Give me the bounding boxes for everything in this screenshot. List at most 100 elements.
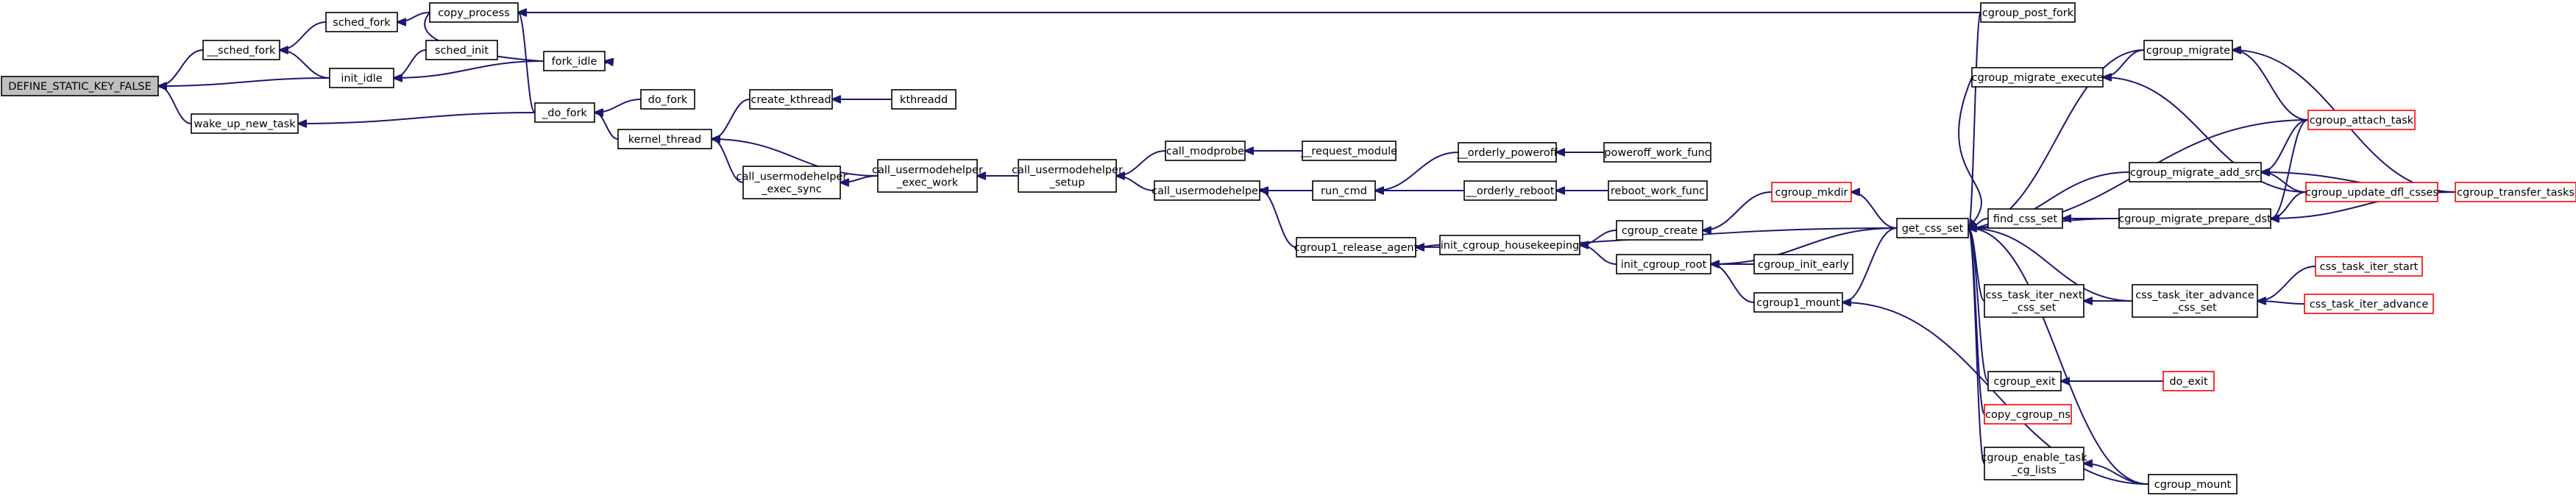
node-fork-idle[interactable]: fork_idle <box>543 51 606 71</box>
node-box <box>1 76 159 96</box>
node-box <box>1616 254 1711 274</box>
node-poweroff-work-func[interactable]: poweroff_work_func <box>1603 142 1711 163</box>
node-cgroup-mount[interactable]: cgroup_mount <box>2148 474 2238 494</box>
node-box <box>429 2 519 23</box>
node-css-task-iter-advance-css-set[interactable]: css_task_iter_advance_css_set <box>2132 284 2258 318</box>
node-box <box>2132 284 2258 318</box>
node-wake-up-new-task[interactable]: wake_up_new_task <box>191 113 299 134</box>
node-find-css-set[interactable]: find_css_set <box>1987 208 2063 229</box>
node-label: init_cgroup_housekeeping <box>1441 240 1580 252</box>
node-cgroup-post-fork[interactable]: cgroup_post_fork <box>1980 2 2076 23</box>
node-cgroup-attach-task[interactable]: cgroup_attach_task <box>2307 110 2416 130</box>
edge-css-task-iter-advance-css-set-to-get-css-set <box>1968 228 2133 302</box>
node-sched-fork[interactable]: sched_fork <box>325 12 398 32</box>
edge-sched-fork-to-sched-fork-u <box>280 21 327 50</box>
edge-cgroup-migrate-execute-to-get-css-set <box>1958 77 1982 228</box>
edge-wake-up-new-task-to-define-static-key-false <box>158 86 192 124</box>
edge-get-css-set-to-cgroup-mkdir <box>1851 192 1898 229</box>
node-run-cmd[interactable]: run_cmd <box>1312 180 1376 201</box>
node-copy-cgroup-ns[interactable]: copy_cgroup_ns <box>1984 404 2072 425</box>
node-label: cgroup_migrate_prepare_dst <box>2118 213 2271 225</box>
node-box <box>1296 237 1416 258</box>
node-box <box>1439 235 1580 255</box>
edge-orderly-poweroff-to-run-cmd <box>1375 152 1459 191</box>
node-box <box>1753 292 1843 313</box>
node-cgroup1-release-agent[interactable]: cgroup1_release_agent <box>1294 237 1419 258</box>
node-label: css_task_iter_next <box>1985 290 2082 302</box>
node-cgroup-create[interactable]: cgroup_create <box>1616 220 1703 241</box>
edge-cgroup1-mount-to-init-cgroup-root <box>1711 264 1755 303</box>
node-label: fork_idle <box>552 56 597 68</box>
node-cum-exec-sync[interactable]: call_usermodehelper_exec_sync <box>737 166 848 199</box>
node-box <box>534 102 595 123</box>
edge-copy-process-to-fork-idle <box>424 12 610 63</box>
node-cum-exec-work[interactable]: call_usermodehelper_exec_work <box>872 159 983 193</box>
node-box <box>742 166 841 199</box>
node-box <box>1463 180 1557 201</box>
node-box <box>2118 208 2271 229</box>
edge-call-modprobe-to-cum-setup <box>1116 150 1166 176</box>
edge-cgroup-exit-to-get-css-set <box>1968 228 1989 382</box>
node-label: reboot_work_func <box>1611 185 1705 197</box>
node-label: sched_init <box>435 45 489 57</box>
node-css-task-iter-advance[interactable]: css_task_iter_advance <box>2304 294 2434 314</box>
node-sched-init[interactable]: sched_init <box>425 40 498 60</box>
edge-css-task-iter-advance-to-css-task-iter-advance-css-set <box>2257 301 2305 304</box>
node-init-idle[interactable]: init_idle <box>329 68 394 88</box>
node-box <box>329 68 394 88</box>
node-label: call_usermodehelper <box>1152 185 1263 197</box>
node-cgroup-exit[interactable]: cgroup_exit <box>1987 371 2062 391</box>
node-copy-process[interactable]: copy_process <box>429 2 519 23</box>
edge-sched-init-to-init-idle <box>394 49 427 78</box>
node-kernel-thread[interactable]: kernel_thread <box>617 129 712 149</box>
node-init-cgroup-housekeeping[interactable]: init_cgroup_housekeeping <box>1439 235 1580 255</box>
node-cgroup-migrate-execute[interactable]: cgroup_migrate_execute <box>1971 67 2104 88</box>
node-label: call_modprobe <box>1166 146 1244 157</box>
edge-cgroup-mount-to-get-css-set <box>1968 228 2149 485</box>
edge-fork-idle-to-init-idle <box>394 60 544 78</box>
node-label: css_task_iter_advance <box>2310 299 2429 310</box>
node-init-cgroup-root[interactable]: init_cgroup_root <box>1616 254 1711 274</box>
node-cum-setup[interactable]: call_usermodehelper_setup <box>1012 159 1123 193</box>
node-label: sched_fork <box>333 17 391 29</box>
node-sched-fork-u[interactable]: __sched_fork <box>202 40 280 60</box>
node-call-modprobe[interactable]: call_modprobe <box>1165 141 1246 161</box>
node-get-css-set[interactable]: get_css_set <box>1896 218 1969 238</box>
node-cgroup1-mount[interactable]: cgroup1_mount <box>1753 292 1843 313</box>
node-cgroup-migrate-prepare-dst[interactable]: cgroup_migrate_prepare_dst <box>2118 208 2271 229</box>
node-reboot-work-func[interactable]: reboot_work_func <box>1608 180 1708 201</box>
node-box <box>1971 67 2104 88</box>
node-label: _cg_lists <box>2011 465 2057 477</box>
node-do-fork[interactable]: _do_fork <box>534 102 595 123</box>
node-cgroup-init-early[interactable]: cgroup_init_early <box>1753 254 1853 274</box>
node-box <box>1154 180 1260 201</box>
node-label: cgroup1_mount <box>1756 297 1840 309</box>
node-css-task-iter-next-css-set[interactable]: css_task_iter_next_css_set <box>1984 284 2084 318</box>
node-kthreadd[interactable]: kthreadd <box>891 89 957 110</box>
node-do-fork2[interactable]: do_fork <box>640 89 695 110</box>
node-box <box>749 89 833 110</box>
node-cgroup-mkdir[interactable]: cgroup_mkdir <box>1771 182 1852 202</box>
node-label: kernel_thread <box>628 134 701 146</box>
node-label: __orderly_poweroff <box>1456 147 1558 159</box>
node-cgroup-migrate[interactable]: cgroup_migrate <box>2143 40 2233 60</box>
node-call-usermodehelper[interactable]: call_usermodehelper <box>1152 180 1263 201</box>
node-cgroup-update-dfl-csses[interactable]: cgroup_update_dfl_csses <box>2305 182 2438 202</box>
node-box <box>877 159 978 193</box>
node-orderly-poweroff[interactable]: __orderly_poweroff <box>1456 142 1558 163</box>
node-cgroup-migrate-add-src[interactable]: cgroup_migrate_add_src <box>2129 162 2262 182</box>
node-define-static-key-false[interactable]: DEFINE_STATIC_KEY_FALSE <box>1 76 159 96</box>
node-box <box>1984 284 2084 318</box>
node-request-module[interactable]: __request_module <box>1300 141 1397 161</box>
node-css-task-iter-start[interactable]: css_task_iter_start <box>2315 256 2423 277</box>
node-box <box>1616 220 1703 241</box>
edge-init-cgroup-root-to-init-cgroup-housekeeping <box>1580 245 1617 265</box>
node-create-kthread[interactable]: create_kthread <box>749 89 833 110</box>
node-cgroup-transfer-tasks[interactable]: cgroup_transfer_tasks <box>2455 182 2576 202</box>
node-box <box>1458 142 1557 163</box>
node-do-exit[interactable]: do_exit <box>2162 371 2215 391</box>
node-box <box>191 113 299 134</box>
node-cgroup-enable-task-cg-lists[interactable]: cgroup_enable_task_cg_lists <box>1981 447 2087 480</box>
node-orderly-reboot[interactable]: __orderly_reboot <box>1463 180 1557 201</box>
edge-call-usermodehelper-to-cum-setup <box>1116 176 1155 191</box>
